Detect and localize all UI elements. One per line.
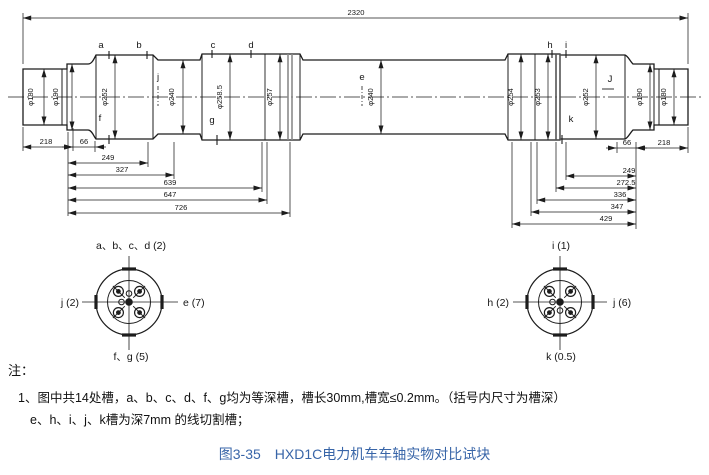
dia-label-0: φ180: [26, 88, 35, 106]
groove-label-j-right: J: [608, 74, 613, 85]
shaft-internal-edges: [61, 54, 660, 140]
groove-label-c: c: [211, 40, 216, 51]
groove-letter-labels: a b c d e f g h i j J k: [98, 40, 612, 126]
dim-left-647: 647: [164, 190, 177, 199]
dia-label-11: φ180: [659, 88, 668, 106]
dim-left-66: 66: [80, 137, 88, 146]
groove-label-a: a: [98, 40, 104, 51]
diameter-labels: φ180 φ190 φ252 φ240 φ258.5 φ257 φ240 φ25…: [26, 85, 668, 109]
dim-right-66: 66: [623, 138, 631, 147]
left-section-left-label: j (2): [60, 297, 79, 309]
groove-band-right: [555, 54, 561, 140]
left-dimension-block: [22, 127, 291, 217]
shaft-outline: [22, 53, 689, 141]
dim-left-327: 327: [116, 165, 129, 174]
dim-right-429: 429: [600, 214, 613, 223]
dia-label-3: φ240: [167, 88, 176, 106]
dim-right-249: 249: [623, 166, 636, 175]
dim-overall-length: 2320: [348, 8, 365, 17]
right-section-left-label: h (2): [487, 297, 509, 309]
note-line-1: 1、图中共14处槽，a、b、c、d、f、g均为等深槽，槽长30mm,槽宽≤0.2…: [18, 391, 566, 405]
groove-label-d: d: [248, 40, 253, 51]
figure-caption: 图3-35 HXD1C电力机车车轴实物对比试块: [218, 446, 491, 462]
dim-right-218: 218: [658, 138, 671, 147]
axle-technical-drawing: 2320 φ180 φ190 φ252 φ240 φ258.5 φ257 φ24…: [8, 8, 702, 363]
groove-label-j: j: [156, 72, 159, 83]
right-section-right-label: j (6): [612, 297, 631, 309]
overall-dimension: [22, 13, 689, 64]
dim-left-639: 639: [164, 178, 177, 187]
left-section-bottom-label: f、g (5): [113, 351, 148, 363]
left-section-top-label: a、b、c、d (2): [96, 240, 166, 252]
dia-label-10: φ190: [635, 88, 644, 106]
right-dimension-labels: 66 218 249 272.5 336 347 429: [600, 138, 671, 223]
right-section-top-label: i (1): [552, 240, 570, 252]
dia-label-6: φ240: [366, 88, 375, 106]
groove-ticks: [108, 50, 614, 145]
right-section-bottom-label: k (0.5): [546, 351, 576, 363]
left-dimension-labels: 218 66 249 327 639 647 726: [40, 137, 188, 212]
dim-right-347: 347: [611, 202, 624, 211]
dim-right-272-5: 272.5: [616, 178, 635, 187]
diameter-dimensions: [41, 53, 677, 140]
dim-right-336: 336: [614, 190, 627, 199]
dia-label-9: φ252: [581, 88, 590, 106]
dia-label-2: φ252: [100, 88, 109, 106]
left-cross-section-view: a、b、c、d (2) j (2) e (7) f、g (5): [60, 240, 205, 363]
right-cross-section-view: i (1) h (2) j (6) k (0.5): [487, 240, 631, 363]
groove-label-i: i: [565, 40, 567, 51]
note-line-2: e、h、i、j、k槽为深7mm 的线切割槽；: [30, 413, 250, 427]
dia-label-8: φ253: [533, 88, 542, 106]
dia-label-4: φ258.5: [215, 85, 224, 109]
groove-label-b: b: [136, 40, 141, 51]
left-section-right-label: e (7): [183, 297, 205, 309]
right-dimension-block: [511, 127, 689, 229]
groove-label-f: f: [99, 113, 102, 124]
groove-label-e: e: [359, 72, 364, 83]
dia-label-1: φ190: [51, 88, 60, 106]
dim-left-726: 726: [175, 203, 188, 212]
groove-label-h: h: [547, 40, 552, 51]
dia-label-5: φ257: [265, 88, 274, 106]
groove-label-g: g: [209, 115, 214, 126]
groove-band-left: [287, 54, 293, 140]
dim-left-218: 218: [40, 137, 53, 146]
groove-label-k: k: [569, 114, 574, 125]
dim-left-249: 249: [102, 153, 115, 162]
notes-header: 注：: [8, 363, 35, 378]
dia-label-7: φ254: [506, 88, 515, 106]
